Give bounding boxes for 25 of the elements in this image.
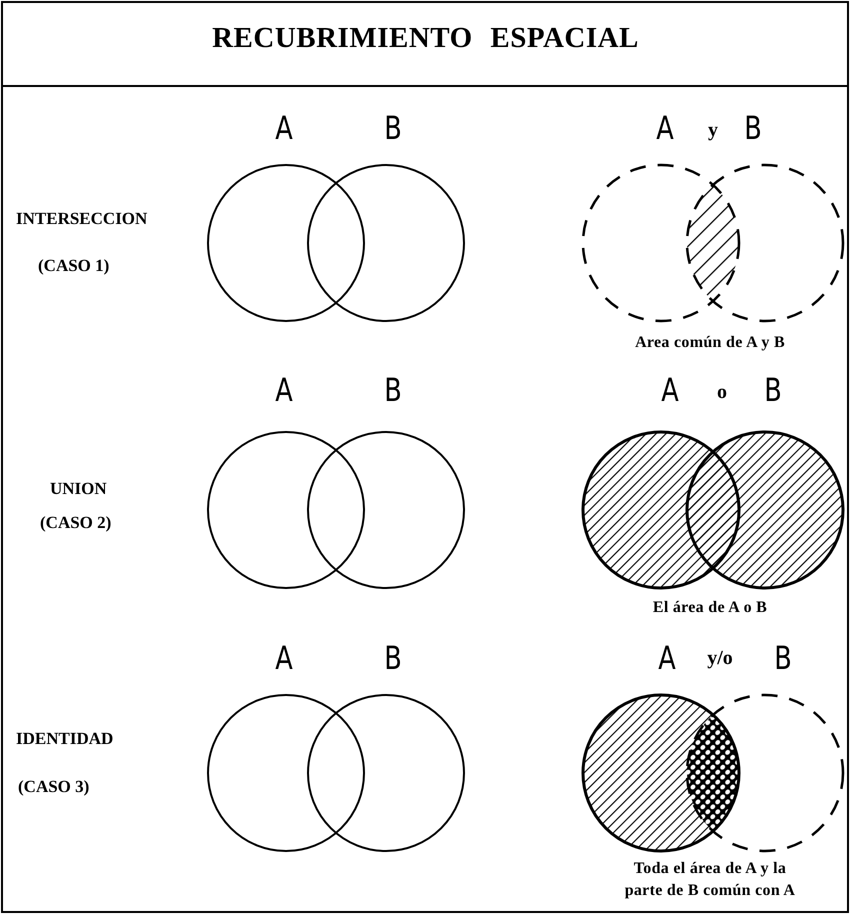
set-letter: A (275, 642, 293, 674)
title: RECUBRIMIENTO ESPACIAL (211, 22, 640, 55)
set-letter: A (275, 112, 293, 144)
set-letter: B (744, 112, 762, 144)
operator-label: o (717, 382, 727, 402)
set-letter: B (384, 642, 402, 674)
set-letter: A (661, 374, 679, 406)
operator-label: y (708, 120, 718, 140)
caption: El área de A o B (652, 598, 768, 618)
operator-label: y/o (707, 648, 733, 668)
caption: Toda el área de A y la parte de B común con A (624, 859, 796, 901)
caption: Area común de A y B (634, 333, 786, 353)
case-label: UNION (50, 480, 107, 497)
set-letter: B (384, 112, 402, 144)
set-letter: B (774, 642, 792, 674)
set-letter: A (658, 642, 676, 674)
case-label: (CASO 1) (38, 257, 110, 274)
set-letter: A (656, 112, 674, 144)
set-letter: B (384, 374, 402, 406)
case-label: INTERSECCION (16, 210, 148, 227)
case-label: IDENTIDAD (16, 730, 114, 747)
case-label: (CASO 2) (40, 514, 112, 531)
case-label: (CASO 3) (18, 778, 90, 795)
set-letter: A (275, 374, 293, 406)
set-letter: B (764, 374, 782, 406)
